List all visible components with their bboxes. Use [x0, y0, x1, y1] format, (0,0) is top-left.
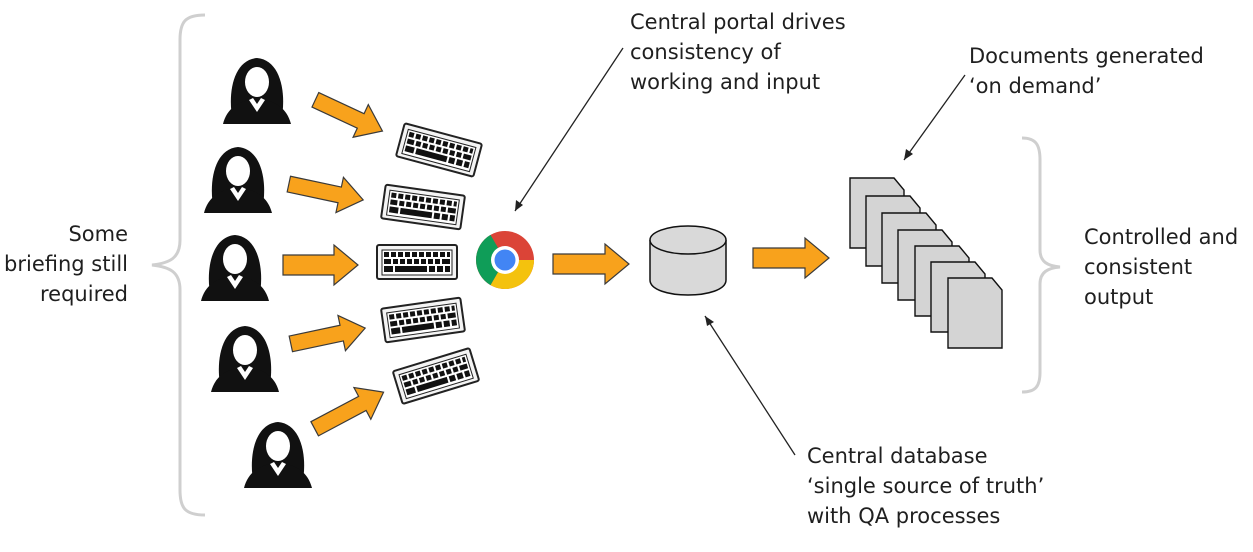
briefing-label: Some briefing still required	[4, 222, 128, 306]
arrow-database-to-documents	[752, 236, 830, 280]
database-icon	[649, 225, 727, 296]
arrow-portal-to-database	[552, 242, 630, 286]
right-brace	[1021, 136, 1061, 394]
callout-database-pointer	[704, 315, 796, 456]
person-icon	[223, 58, 291, 124]
callout-documents-pointer	[903, 74, 966, 161]
database-label: Central database ‘single source of truth…	[807, 444, 1045, 528]
arrow-user-1	[311, 91, 384, 139]
arrow-user-4	[288, 314, 367, 353]
arrow-user-3	[282, 243, 359, 287]
person-icon	[244, 422, 312, 488]
keyboard-icon	[394, 122, 484, 178]
person-icon	[211, 326, 279, 392]
callout-portal-pointer	[514, 47, 624, 212]
person-icon	[204, 147, 272, 213]
portal-label: Central portal drives consistency of wor…	[630, 10, 846, 94]
keyboard-icon	[391, 347, 481, 405]
arrow-user-2	[286, 175, 365, 214]
keyboard-icon	[376, 244, 458, 280]
person-icon	[201, 235, 269, 301]
output-label: Controlled and consistent output	[1084, 225, 1239, 309]
arrow-user-5	[310, 386, 385, 437]
left-brace	[151, 13, 206, 517]
keyboard-icon	[380, 183, 466, 231]
document-stack-icon	[849, 177, 1003, 349]
chrome-icon	[476, 231, 534, 289]
keyboard-icon	[380, 296, 466, 344]
documents-label: Documents generated ‘on demand’	[969, 44, 1204, 98]
